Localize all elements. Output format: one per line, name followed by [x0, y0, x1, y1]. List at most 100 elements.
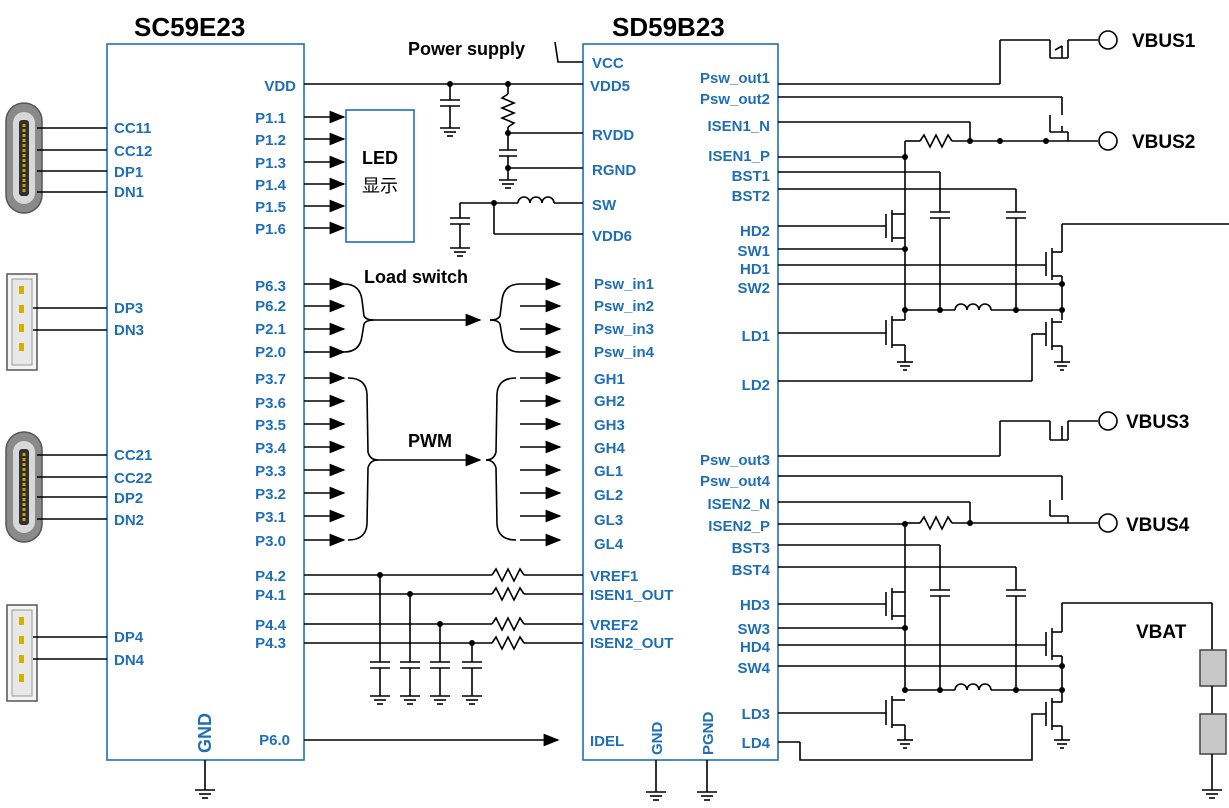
pin-isen1-out: ISEN1_OUT — [590, 587, 673, 604]
pin-gh2: GH2 — [594, 393, 625, 410]
pin-bst3: BST3 — [732, 540, 770, 557]
pin-p3-4: P3.4 — [255, 440, 287, 457]
pin-vdd6: VDD6 — [592, 228, 632, 245]
usb-c-connector-1 — [5, 102, 43, 214]
pin-p3-7: P3.7 — [255, 371, 286, 388]
pin-sw: SW — [592, 197, 617, 214]
vref-isen-wiring — [304, 567, 583, 662]
pin-dn2: DN2 — [114, 512, 144, 529]
pin-gl2: GL2 — [594, 487, 623, 504]
vbus1-label: VBUS1 — [1132, 31, 1196, 52]
load-switch-label: Load switch — [364, 267, 468, 287]
pin-sw4: SW4 — [737, 660, 770, 677]
pin-idel: IDEL — [590, 733, 624, 750]
pin-p1-6: P1.6 — [255, 221, 286, 238]
pin-p2-0: P2.0 — [255, 344, 286, 361]
led-label: LED — [362, 148, 398, 168]
pin-isen2-out: ISEN2_OUT — [590, 635, 673, 652]
pin-ld4: LD4 — [742, 735, 771, 752]
sd59b23-chip — [582, 43, 779, 761]
pwm-wiring — [304, 371, 562, 547]
idel-gnd-wiring — [195, 733, 717, 801]
power-stage-1 — [778, 39, 1229, 382]
pin-gl1: GL1 — [594, 463, 623, 480]
pin-p3-5: P3.5 — [255, 417, 286, 434]
pin-vdd5: VDD5 — [590, 78, 630, 95]
pin-p1-1: P1.1 — [255, 110, 286, 127]
pin-psw-in1: Psw_in1 — [594, 276, 654, 293]
pin-rgnd: RGND — [592, 162, 636, 179]
pin-dp3: DP3 — [114, 300, 143, 317]
pin-p4-2: P4.2 — [255, 568, 286, 585]
pin-bst4: BST4 — [732, 562, 771, 579]
pin-rvdd: RVDD — [592, 127, 634, 144]
pin-vcc: VCC — [592, 55, 624, 72]
pin-psw-in4: Psw_in4 — [594, 344, 655, 361]
pin-isen1-p: ISEN1_P — [708, 148, 770, 165]
pin-ld3: LD3 — [742, 706, 770, 723]
pin-p1-3: P1.3 — [255, 155, 286, 172]
ic1-title: SC59E23 — [134, 12, 245, 42]
vbus3-terminal — [1098, 411, 1118, 431]
pin-gh4: GH4 — [594, 440, 626, 457]
ic2-right-pins: Psw_out1 Psw_out2 ISEN1_N ISEN1_P BST1 B… — [700, 70, 771, 752]
ic1-gnd-pin: GND — [195, 713, 215, 753]
pin-dp2: DP2 — [114, 490, 143, 507]
pin-p6-2: P6.2 — [255, 298, 286, 315]
ic2-title: SD59B23 — [612, 12, 725, 42]
pin-gl3: GL3 — [594, 512, 623, 529]
usb-a-connector-2 — [6, 604, 38, 702]
pin-p1-4: P1.4 — [255, 177, 287, 194]
load-switch-wiring — [304, 277, 562, 359]
pin-p3-6: P3.6 — [255, 395, 286, 412]
battery-icon — [1199, 603, 1227, 799]
pin-sw1: SW1 — [737, 243, 770, 260]
led-label-cn: 显示 — [362, 176, 398, 197]
pin-gh1: GH1 — [594, 371, 625, 388]
pin-hd4: HD4 — [740, 639, 771, 656]
ic1-right-pins: VDD P1.1 P1.2 P1.3 P1.4 P1.5 P1.6 P6.3 P… — [255, 78, 296, 749]
ic2-left-pins: VCC VDD5 RVDD RGND SW VDD6 Psw_in1 Psw_i… — [590, 55, 673, 750]
pin-dp1: DP1 — [114, 164, 143, 181]
ic2-gnd-pin: GND — [649, 722, 666, 756]
vbus3-label: VBUS3 — [1126, 412, 1189, 433]
pin-p3-1: P3.1 — [255, 509, 286, 526]
pin-p6-3: P6.3 — [255, 278, 286, 295]
pin-p3-3: P3.3 — [255, 463, 286, 480]
pin-hd3: HD3 — [740, 597, 770, 614]
vbus4-terminal — [1098, 513, 1118, 533]
led-arrows — [304, 110, 346, 235]
pin-gh3: GH3 — [594, 417, 625, 434]
pin-p4-1: P4.1 — [255, 587, 286, 604]
ic1-left-pins: CC11 CC12 DP1 DN1 DP3 DN3 CC21 CC22 DP2 … — [114, 120, 152, 669]
ic2-pgnd-pin: PGND — [700, 711, 717, 755]
pin-cc12: CC12 — [114, 143, 152, 160]
usb-c-connector-2 — [5, 431, 43, 543]
pin-dp4: DP4 — [114, 629, 144, 646]
vbus2-terminal — [1098, 131, 1118, 151]
pin-psw-out1: Psw_out1 — [700, 70, 770, 87]
pin-vref1: VREF1 — [590, 568, 638, 585]
pin-sw2: SW2 — [737, 280, 770, 297]
filter-caps — [370, 661, 482, 705]
pin-dn3: DN3 — [114, 322, 144, 339]
pin-cc21: CC21 — [114, 447, 152, 464]
pin-psw-out3: Psw_out3 — [700, 452, 770, 469]
pin-p4-3: P4.3 — [255, 635, 286, 652]
pin-p2-1: P2.1 — [255, 321, 286, 338]
pin-bst2: BST2 — [732, 188, 770, 205]
power-supply-label: Power supply — [408, 39, 525, 59]
pin-gl4: GL4 — [594, 536, 624, 553]
led-display-block — [345, 109, 415, 243]
pin-hd1: HD1 — [740, 261, 770, 278]
pin-ld1: LD1 — [742, 328, 770, 345]
pin-p4-4: P4.4 — [255, 617, 287, 634]
pin-isen2-p: ISEN2_P — [708, 518, 770, 535]
connector-wires — [33, 127, 107, 660]
vbus1-terminal — [1098, 30, 1118, 50]
usb-a-connector-1 — [6, 273, 38, 371]
pin-vref2: VREF2 — [590, 617, 638, 634]
vbus2-label: VBUS2 — [1132, 132, 1195, 153]
pin-psw-out2: Psw_out2 — [700, 91, 770, 108]
